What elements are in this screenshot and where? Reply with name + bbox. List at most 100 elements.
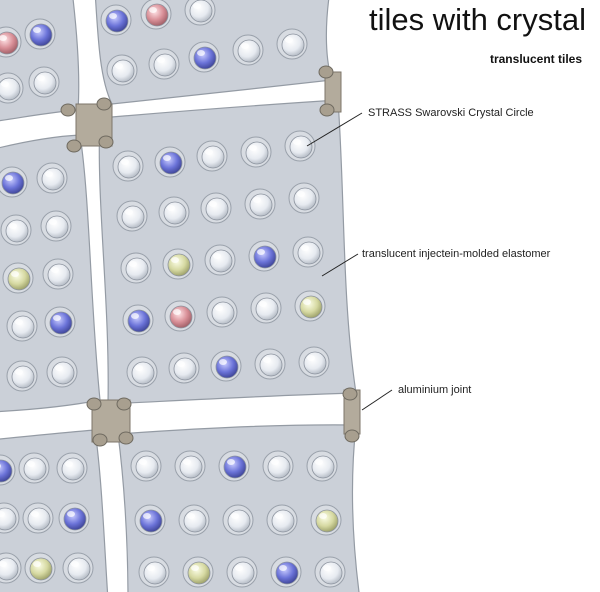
crystal-highlight <box>157 57 165 63</box>
crystal-highlight <box>149 7 157 13</box>
crystal-highlight <box>197 50 205 56</box>
crystal-highlight <box>307 355 315 361</box>
crystal-circle <box>47 263 71 287</box>
crystal-circle <box>11 315 35 339</box>
crystal-highlight <box>15 319 23 325</box>
crystal-highlight <box>235 565 243 571</box>
crystal-circle <box>23 457 47 481</box>
crystal-highlight <box>231 513 239 519</box>
crystal-highlight <box>125 209 133 215</box>
crystal-circle <box>293 187 317 211</box>
crystal-highlight <box>33 27 41 33</box>
crystal-circle <box>231 561 255 585</box>
crystal-highlight <box>1 81 9 87</box>
crystal-highlight <box>0 35 7 41</box>
crystal-circle <box>163 201 187 225</box>
crystal-circle <box>33 71 57 95</box>
crystal-highlight <box>135 365 143 371</box>
crystal-highlight <box>115 63 123 69</box>
crystal-highlight <box>285 37 293 43</box>
crystal-highlight <box>129 261 137 267</box>
crystal-circle <box>271 509 295 533</box>
crystal-highlight <box>11 271 19 277</box>
crystal-circle <box>245 141 269 165</box>
crystal-highlight <box>215 305 223 311</box>
crystal-circle <box>5 219 29 243</box>
crystal-circle <box>51 361 75 385</box>
crystal-circle <box>159 151 183 175</box>
crystal-highlight <box>139 459 147 465</box>
crystal-circle <box>41 167 65 191</box>
crystal-circle <box>249 193 273 217</box>
crystal-highlight <box>257 249 265 255</box>
crystal-circle <box>297 241 321 265</box>
crystal-circle <box>117 155 141 179</box>
crystal-highlight <box>275 513 283 519</box>
crystal-circle <box>253 245 277 269</box>
crystal-highlight <box>49 219 57 225</box>
crystal-highlight <box>5 175 13 181</box>
crystal-circle <box>169 305 193 329</box>
crystal-circle <box>315 509 339 533</box>
crystal-circle <box>215 355 239 379</box>
crystal-highlight <box>167 205 175 211</box>
crystal-highlight <box>121 159 129 165</box>
crystal-highlight <box>183 459 191 465</box>
crystal-circle <box>7 267 31 291</box>
crystal-circle <box>209 249 233 273</box>
crystal-circle <box>11 365 35 389</box>
crystal-highlight <box>143 513 151 519</box>
crystal-highlight <box>323 565 331 571</box>
crystal-highlight <box>293 139 301 145</box>
crystal-circle <box>303 351 327 375</box>
crystal-highlight <box>259 301 267 307</box>
crystal-highlight <box>253 197 261 203</box>
crystal-circle <box>153 53 177 77</box>
crystal-circle <box>259 353 283 377</box>
crystal-circle <box>145 3 169 27</box>
crystal-highlight <box>15 369 23 375</box>
crystal-circle <box>29 557 53 581</box>
crystal-circle <box>183 509 207 533</box>
crystal-circle <box>63 507 87 531</box>
crystal-circle <box>121 205 145 229</box>
crystal-highlight <box>71 561 79 567</box>
crystal-highlight <box>271 459 279 465</box>
crystal-circle <box>189 0 213 23</box>
crystal-circle <box>173 357 197 381</box>
crystal-circle <box>1 171 25 195</box>
page-subtitle: translucent tiles <box>489 52 582 66</box>
crystal-highlight <box>213 253 221 259</box>
crystal-highlight <box>67 511 75 517</box>
crystal-highlight <box>9 223 17 229</box>
crystal-highlight <box>227 459 235 465</box>
crystal-highlight <box>263 357 271 363</box>
callout-elastomer: translucent injectein-molded elastomer <box>362 248 551 260</box>
crystal-circle <box>299 295 323 319</box>
crystal-highlight <box>33 561 41 567</box>
crystal-highlight <box>249 145 257 151</box>
crystal-circle <box>67 557 91 581</box>
aluminium-joint-left <box>60 97 114 153</box>
crystal-highlight <box>109 13 117 19</box>
crystal-circle <box>211 301 235 325</box>
aluminium-joint-bottom-left <box>86 397 134 447</box>
crystal-highlight <box>241 43 249 49</box>
crystal-circle <box>179 455 203 479</box>
crystal-circle <box>45 215 69 239</box>
crystal-circle <box>205 197 229 221</box>
crystal-highlight <box>219 359 227 365</box>
crystal-circle <box>0 77 21 101</box>
crystal-highlight <box>37 75 45 81</box>
leader-line-elastomer <box>321 253 359 277</box>
callout-joint: aluminium joint <box>398 384 472 396</box>
crystal-highlight <box>163 155 171 161</box>
crystal-highlight <box>319 513 327 519</box>
crystal-circle <box>139 509 163 533</box>
crystal-circle <box>127 309 151 333</box>
crystal-highlight <box>31 511 39 517</box>
crystal-highlight <box>51 267 59 273</box>
callout-crystal: STRASS Swarovski Crystal Circle <box>368 107 534 119</box>
crystal-circle <box>223 455 247 479</box>
crystal-circle <box>281 33 305 57</box>
